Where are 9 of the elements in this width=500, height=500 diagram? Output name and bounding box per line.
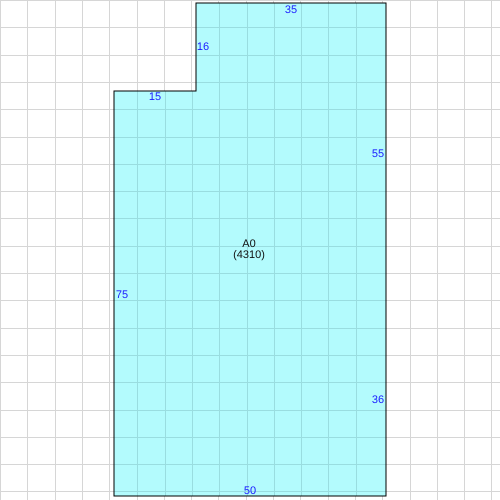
dimension-label: 75 [116, 289, 128, 301]
dimension-label: 36 [372, 394, 384, 406]
dimension-label: 16 [196, 41, 210, 53]
dimension-label: 50 [244, 485, 256, 497]
dimension-label: 35 [284, 4, 298, 16]
room-area: (4310) [233, 249, 265, 261]
dimension-label: 55 [372, 148, 384, 160]
dimension-label: 15 [148, 91, 162, 103]
room-name: A0 [242, 238, 256, 250]
